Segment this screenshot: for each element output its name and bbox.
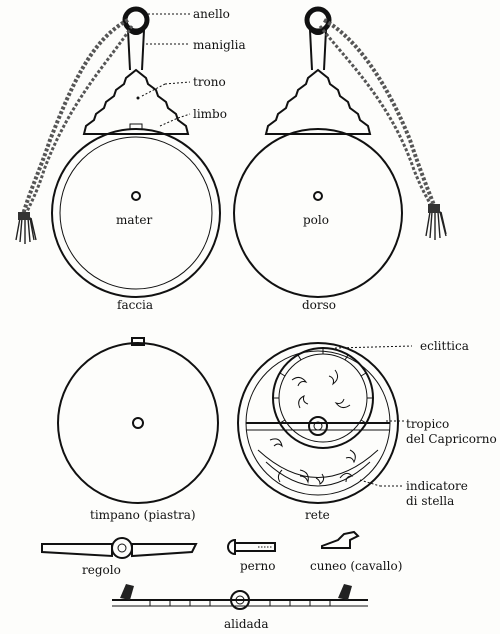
left-sight-vane xyxy=(120,584,134,600)
astrolabe-back xyxy=(233,6,447,298)
plate-tab xyxy=(131,337,145,346)
tassel-shape xyxy=(15,217,37,244)
polo-center-hole xyxy=(313,191,323,201)
label-timpano: timpano (piastra) xyxy=(90,508,196,522)
astrolabe-face xyxy=(15,6,221,298)
throne-shape-back xyxy=(264,68,372,135)
label-regolo: regolo xyxy=(82,563,121,577)
rete-outer-rim xyxy=(237,342,399,504)
plate-outline xyxy=(57,342,219,504)
label-polo: polo xyxy=(303,213,329,227)
label-eclittica: eclittica xyxy=(420,339,469,353)
throne-shape xyxy=(82,68,190,135)
limb-inner-ring xyxy=(59,136,213,290)
handle-shape xyxy=(127,29,145,71)
tassel-shape-back xyxy=(425,211,447,240)
label-alidada: alidada xyxy=(224,617,269,631)
ring-shape-back xyxy=(304,6,332,34)
plate-center-hole xyxy=(132,417,144,429)
back-outer-rim xyxy=(233,128,403,298)
perno-pin xyxy=(227,538,276,556)
label-trono: trono xyxy=(193,75,226,89)
label-tropico-1: tropico xyxy=(406,417,449,431)
cuneo-wedge xyxy=(321,530,360,549)
label-dorso: dorso xyxy=(302,298,336,312)
label-rete: rete xyxy=(305,508,330,522)
label-tropico-2: del Capricorno xyxy=(406,432,497,446)
right-sight-vane xyxy=(338,584,352,600)
label-mater: mater xyxy=(116,213,152,227)
label-faccia: faccia xyxy=(117,298,153,312)
mater-outer-rim xyxy=(51,128,221,298)
label-perno: perno xyxy=(240,559,275,573)
cord-shape xyxy=(20,18,129,219)
label-cuneo: cuneo (cavallo) xyxy=(310,559,402,573)
rete-center-boss xyxy=(308,416,328,436)
rete xyxy=(237,342,399,504)
ecliptic-ticks xyxy=(273,348,373,424)
label-anello: anello xyxy=(193,7,230,21)
ring-shape xyxy=(122,6,150,34)
label-indicatore-2: di stella xyxy=(406,494,454,508)
pin-shaft xyxy=(234,542,276,552)
timpano-plate xyxy=(57,337,219,504)
star-pointers xyxy=(269,369,356,485)
label-maniglia: maniglia xyxy=(193,38,246,52)
label-limbo: limbo xyxy=(193,107,227,121)
alidada-alidade xyxy=(112,584,368,610)
cord-shape-back xyxy=(323,18,438,211)
alidade-ticks xyxy=(149,600,331,606)
mater-center-hole xyxy=(131,191,141,201)
label-indicatore-1: indicatore xyxy=(406,479,468,493)
alidade-hub xyxy=(230,590,250,610)
regolo-hub xyxy=(111,537,133,559)
regolo-rule xyxy=(41,537,198,559)
